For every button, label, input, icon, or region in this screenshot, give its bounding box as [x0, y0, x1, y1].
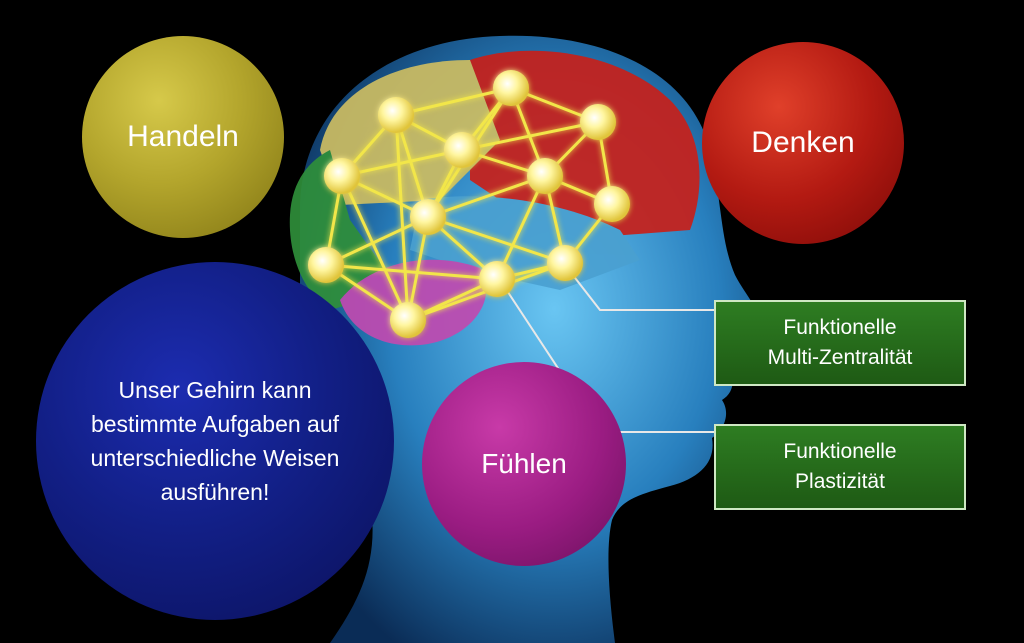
bubble-fuehlen-label: Fühlen	[481, 448, 567, 479]
bubble-denken-label: Denken	[751, 126, 855, 159]
network-node	[410, 199, 446, 235]
box-plastizitaet: Funktionelle Plastizität	[714, 424, 966, 510]
brain-lobe-yellow	[320, 60, 500, 205]
network-nodes	[308, 70, 630, 338]
network-node	[547, 245, 583, 281]
network-node	[444, 132, 480, 168]
bubble-statement: Unser Gehirn kann bestimmte Aufgaben auf…	[36, 262, 394, 620]
bubble-denken: Denken	[702, 42, 904, 244]
network-node	[479, 261, 515, 297]
connector-multi-zentralitaet	[564, 264, 714, 311]
box-multi-zentralitaet: Funktionelle Multi-Zentralität	[714, 300, 966, 386]
box-plastizitaet-label: Funktionelle Plastizität	[783, 440, 897, 493]
network-node	[527, 158, 563, 194]
network-node	[378, 97, 414, 133]
network-node	[390, 302, 426, 338]
network-node	[594, 186, 630, 222]
network-node	[493, 70, 529, 106]
bubble-statement-text: Unser Gehirn kann bestimmte Aufgaben auf…	[90, 377, 340, 505]
bubble-handeln-label: Handeln	[127, 120, 239, 153]
network-node	[308, 247, 344, 283]
box-multi-zentralitaet-label: Funktionelle Multi-Zentralität	[767, 316, 913, 369]
bubble-handeln: Handeln	[82, 36, 284, 238]
network-node	[324, 158, 360, 194]
brain-lobe-red	[470, 50, 700, 241]
bubble-fuehlen: Fühlen	[422, 362, 626, 566]
network-node	[580, 104, 616, 140]
brain-lobe-pink	[340, 259, 487, 346]
